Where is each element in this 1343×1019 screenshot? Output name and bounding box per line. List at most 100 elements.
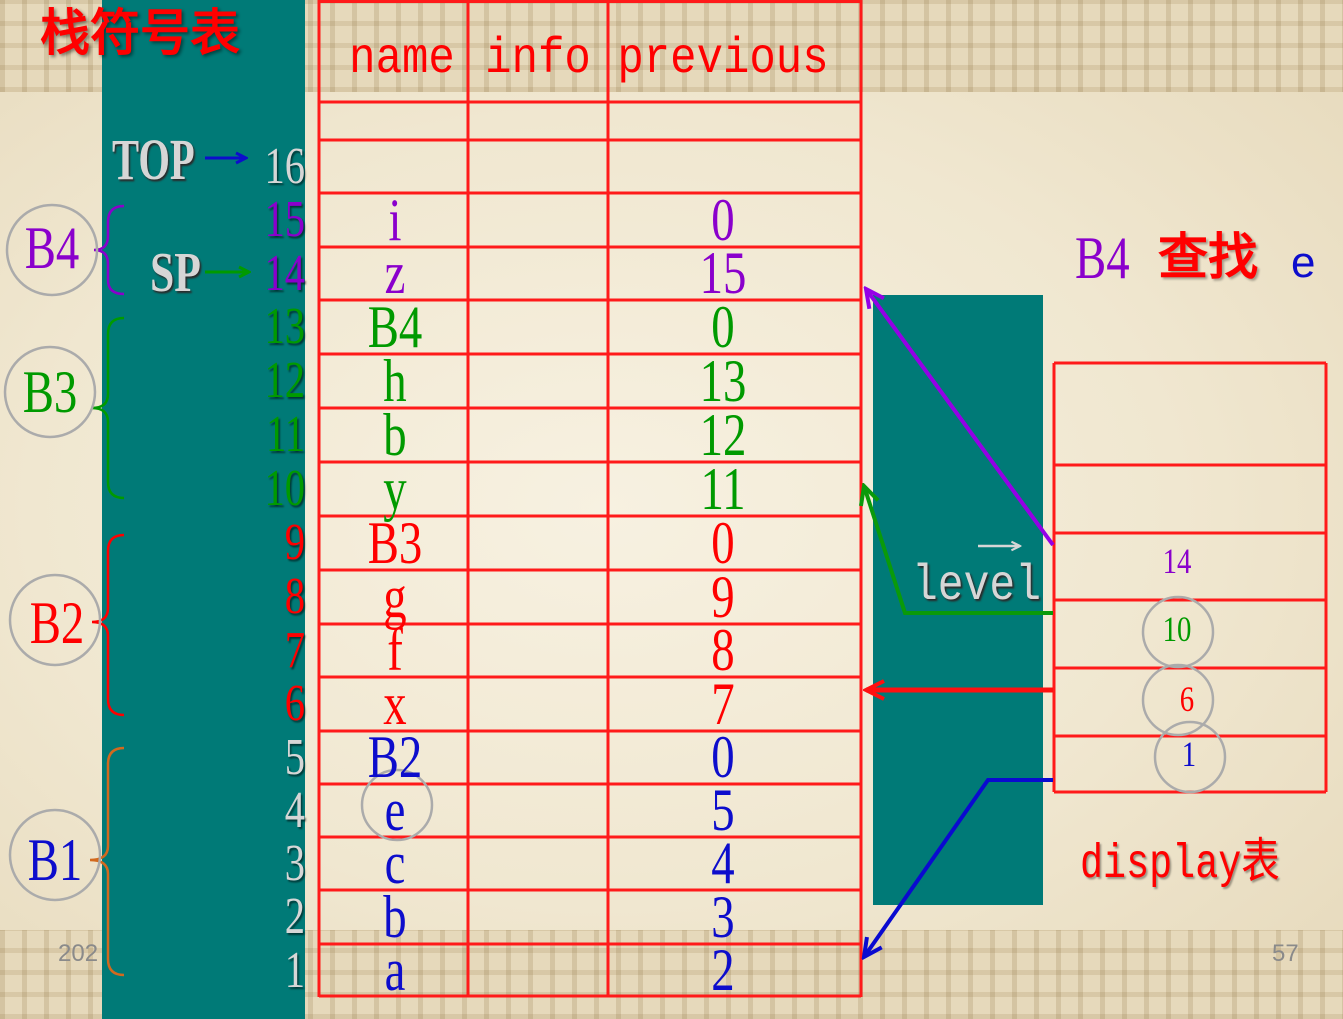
cell-previous: 12 xyxy=(699,402,747,468)
cell-previous: 2 xyxy=(711,937,735,1003)
stack-index: 9 xyxy=(284,514,305,571)
cell-name: z xyxy=(384,240,406,306)
sp-pointer-label: SP xyxy=(150,242,201,304)
table-row: h 13 xyxy=(318,348,862,414)
stack-index: 10 xyxy=(264,460,305,517)
cell-previous: 15 xyxy=(699,240,747,306)
cell-previous xyxy=(665,140,782,193)
cell-name: B3 xyxy=(367,510,423,576)
block-circle-b1 xyxy=(8,808,102,902)
display-table-label: display表 xyxy=(1080,838,1280,892)
block-circle-b2 xyxy=(8,573,102,667)
table-row: B2 0 xyxy=(318,724,862,790)
top-pointer-label: TOP xyxy=(112,127,195,192)
query-block: B4 xyxy=(1075,225,1130,291)
table-row xyxy=(318,140,862,193)
cell-name: h xyxy=(383,348,407,414)
column-header-name: name xyxy=(349,31,455,88)
stack-index: 15 xyxy=(264,191,305,248)
stack-index: 14 xyxy=(264,245,305,302)
display-arrow-1 xyxy=(864,778,1053,957)
footer-date: 202 xyxy=(58,940,99,967)
block-label-b4: B4 xyxy=(24,215,80,281)
cell-previous: 0 xyxy=(711,724,735,790)
page-number: 57 xyxy=(1272,940,1299,967)
level-label: level xyxy=(912,558,1042,615)
cell-name: f xyxy=(387,617,403,683)
table-grid xyxy=(317,0,1328,998)
display-value: 14 xyxy=(1162,541,1192,581)
block-brace-b1 xyxy=(89,746,125,977)
table-row: z 15 xyxy=(318,240,862,306)
stack-index: 4 xyxy=(284,782,305,839)
stack-index: 8 xyxy=(284,568,305,625)
block-brace-b3 xyxy=(91,316,125,500)
highlight-circle-1 xyxy=(1153,720,1227,794)
stack-index: 3 xyxy=(284,835,305,892)
block-label-b3: B3 xyxy=(22,359,78,425)
display-value: 6 xyxy=(1179,679,1195,719)
block-label-b1: B1 xyxy=(27,827,83,893)
table-row: B3 0 xyxy=(318,510,862,576)
cell-name: x xyxy=(383,671,407,737)
cell-previous: 7 xyxy=(711,671,735,737)
cell-previous: 5 xyxy=(711,777,735,843)
column-header-previous: previous xyxy=(617,31,829,88)
stack-column xyxy=(102,0,305,1019)
column-header-info: info xyxy=(485,31,591,88)
stack-index: 13 xyxy=(264,298,305,355)
cell-name: y xyxy=(383,456,407,522)
cell-name: b xyxy=(383,402,407,468)
stack-index: 1 xyxy=(284,942,305,999)
cell-name: c xyxy=(384,830,406,896)
cell-previous: 4 xyxy=(711,830,735,896)
block-brace-b2 xyxy=(91,533,125,717)
cell-name: b xyxy=(383,884,407,950)
cell-previous: 8 xyxy=(711,617,735,683)
block-brace-b4 xyxy=(93,204,125,296)
cell-name: B4 xyxy=(367,294,423,360)
stack-index: 11 xyxy=(265,406,305,463)
table-row: y 11 xyxy=(318,456,862,522)
block-circle-b3 xyxy=(3,345,97,439)
cell-name: B2 xyxy=(367,724,423,790)
stack-index: 5 xyxy=(284,729,305,786)
stack-index: 6 xyxy=(284,675,305,732)
display-value: 10 xyxy=(1162,609,1192,649)
cell-name: e xyxy=(384,777,406,843)
highlight-circle-10 xyxy=(1141,595,1215,669)
cell-previous: 0 xyxy=(711,187,735,253)
stack-index: 12 xyxy=(264,352,305,409)
cell-previous: 13 xyxy=(699,348,747,414)
cell-previous: 0 xyxy=(711,294,735,360)
cell-name: a xyxy=(384,937,406,1003)
stack-index: 2 xyxy=(284,888,305,945)
cell-name: i xyxy=(388,187,402,253)
block-label-b2: B2 xyxy=(29,590,85,656)
cell-name xyxy=(337,140,454,193)
cell-previous: 11 xyxy=(700,456,746,522)
display-arrow-10 xyxy=(864,486,1053,615)
stack-index: 7 xyxy=(284,622,305,679)
block-circle-b4 xyxy=(5,203,99,297)
cell-previous: 0 xyxy=(711,510,735,576)
display-value: 1 xyxy=(1181,734,1197,774)
highlight-circle-6 xyxy=(1141,663,1215,737)
stack-index: 16 xyxy=(264,138,305,195)
cell-name: g xyxy=(383,564,407,630)
highlight-circle-e xyxy=(360,768,434,842)
display-arrow-14 xyxy=(866,289,1055,547)
cell-previous: 9 xyxy=(711,564,735,630)
query-action: 查找 xyxy=(1158,228,1258,286)
cell-previous: 3 xyxy=(711,884,735,950)
table-row: B4 0 xyxy=(318,294,862,360)
